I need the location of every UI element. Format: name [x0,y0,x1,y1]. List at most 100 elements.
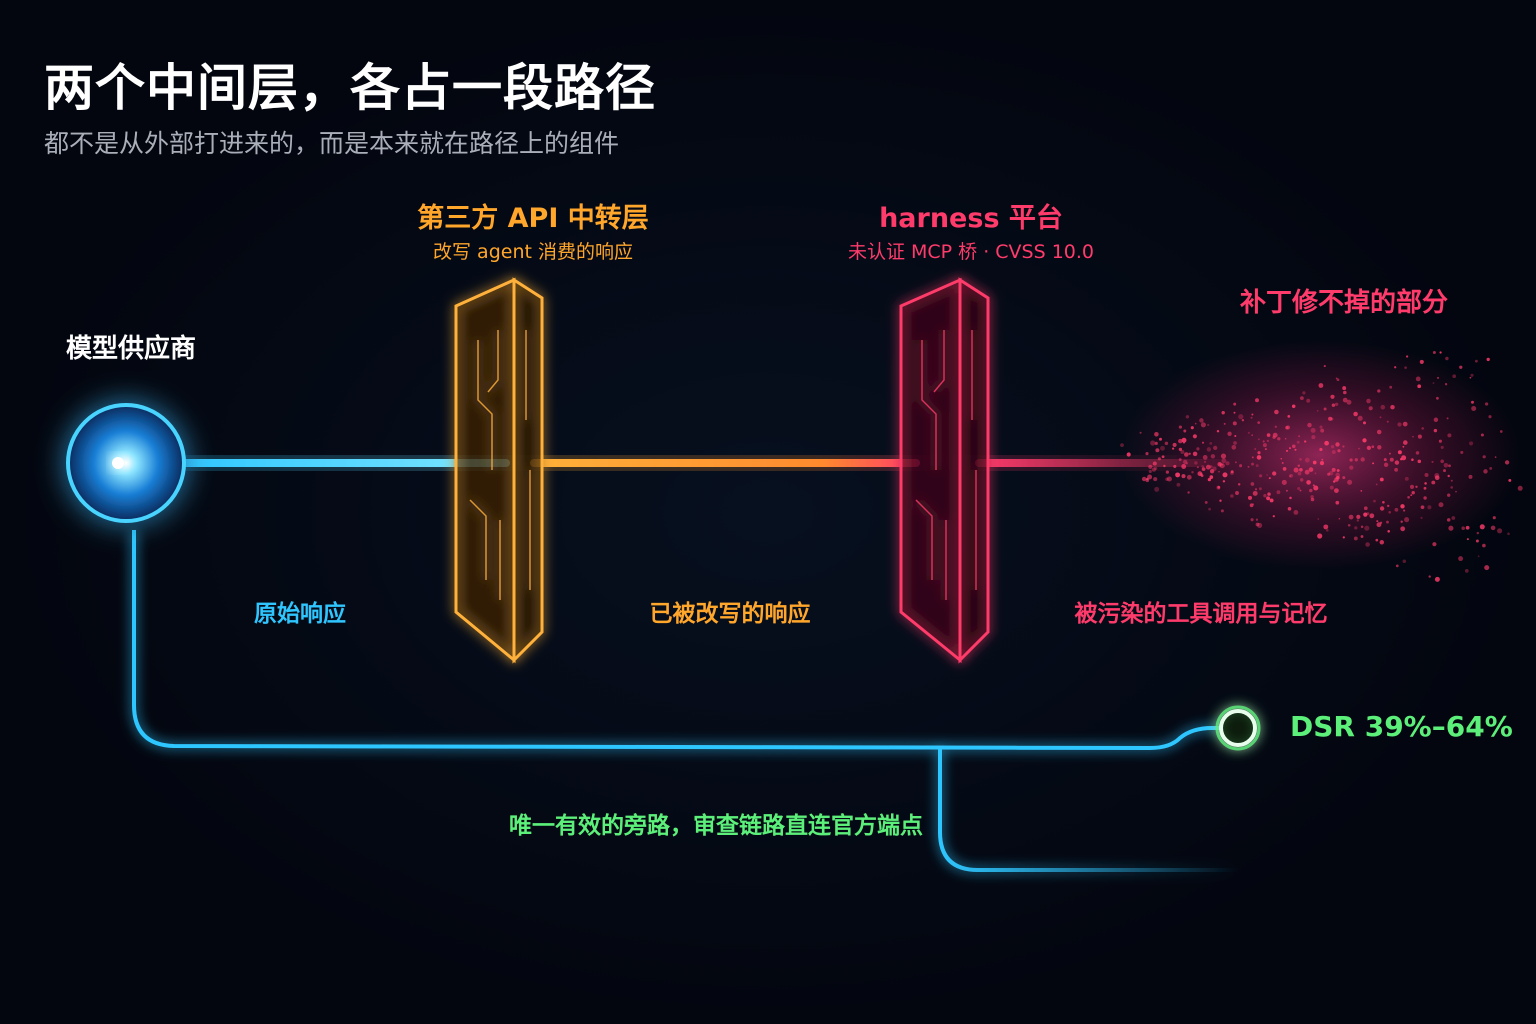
cloud-particle [1141,476,1147,482]
cloud-particle [1269,498,1274,503]
cloud-particle [1247,495,1253,500]
page-title: 两个中间层，各占一段路径 [44,59,656,117]
cloud-particle [1337,449,1341,453]
cloud-particle [1440,459,1444,464]
cloud-particle [1200,422,1206,428]
cloud-particle [1379,506,1385,511]
cloud-particle [1366,512,1370,516]
cloud-particle [1471,400,1474,404]
cloud-particle [1317,533,1323,539]
cloud-particle [1264,448,1267,451]
cloud-particle [1450,486,1454,489]
cloud-particle [1192,434,1197,439]
cloud-particle [1434,473,1440,478]
cloud-particle [1377,445,1382,450]
cloud-particle [1292,444,1296,449]
cloud-particle [1386,420,1389,423]
cloud-particle [1357,415,1363,421]
segment-label-poisoned: 被污染的工具调用与记忆 [1074,601,1328,627]
cloud-particle [1207,477,1212,482]
cloud-particle [1482,455,1486,459]
cloud-particle [1433,417,1439,423]
cloud-particle [1388,452,1391,455]
cloud-particle [1154,486,1160,492]
cloud-particle [1297,464,1301,468]
cloud-particle [1223,422,1226,425]
cloud-particle [1419,359,1424,364]
cloud-particle [1239,464,1243,468]
cloud-particle [1252,490,1258,496]
cloud-particle [1431,480,1436,485]
cloud-particle [1349,465,1354,470]
cloud-particle [1417,384,1422,389]
cloud-particle [1231,444,1237,450]
cloud-particle [1423,496,1427,500]
cloud-particle [1262,443,1267,448]
cloud-particle [1328,471,1334,476]
cloud-particle [1310,495,1314,499]
cloud-particle [1389,457,1394,462]
cloud-particle [1291,404,1296,409]
cloud-particle [1455,490,1457,493]
cloud-particle [1319,461,1325,466]
cloud-particle [1371,445,1375,449]
cloud-particle [1364,525,1370,531]
cloud-particle [1304,457,1310,463]
cloud-particle [1306,480,1311,485]
cloud-particle [1488,415,1492,419]
cloud-particle [1335,500,1340,505]
cloud-particle [1145,478,1150,483]
cloud-particle [1281,479,1287,485]
cloud-particle [1285,425,1290,430]
cloud-particle [1494,456,1497,458]
cloud-particle [1342,445,1345,448]
cloud-particle [1139,431,1142,434]
cloud-particle [1220,509,1224,513]
cloud-particle [1401,455,1407,461]
cloud-particle [1192,451,1198,457]
cloud-particle [1259,487,1262,491]
cloud-particle [1256,455,1262,460]
cloud-particle [1404,517,1410,523]
cloud-particle [1251,413,1254,416]
cloud-particle [1356,514,1361,519]
cloud-particle [1237,483,1241,486]
cloud-particle [1469,376,1472,379]
cloud-particle [1483,469,1488,474]
cloud-particle [1120,443,1124,448]
cloud-particle [1433,428,1438,433]
cloud-particle [1316,409,1319,412]
cloud-particle [1420,516,1423,520]
cloud-particle [1171,447,1175,450]
cloud-particle [1372,462,1375,465]
cloud-particle [1517,485,1523,491]
bypass-line [132,530,1222,751]
cloud-particle [1197,471,1203,477]
cloud-particle [1400,526,1406,532]
cloud-particle [1208,507,1211,511]
cloud-particle [1417,434,1422,439]
cloud-particle [1504,460,1510,465]
cloud-particle [1196,447,1200,451]
cloud-particle [1432,382,1435,384]
cloud-particle [1218,470,1220,473]
cloud-particle [1411,491,1415,495]
cloud-particle [1383,462,1389,467]
cloud-particle [1415,451,1420,455]
cloud-particle [1255,464,1259,468]
cloud-particle [1431,460,1434,463]
cloud-particle [1377,389,1381,393]
cloud-particle [1484,402,1489,406]
cloud-particle [1389,385,1393,389]
cloud-particle [1276,490,1281,495]
cloud-particle [1508,478,1512,482]
cloud-particle [1326,529,1329,532]
cloud-particle [1126,452,1131,457]
cloud-particle [1312,460,1317,465]
cloud-particle [1255,522,1260,527]
harness-layer-title: harness 平台 [879,203,1063,234]
cloud-particle [1436,376,1440,379]
cloud-particle [1166,476,1172,482]
cloud-particle [1222,480,1226,483]
cloud-particle [1386,504,1390,508]
